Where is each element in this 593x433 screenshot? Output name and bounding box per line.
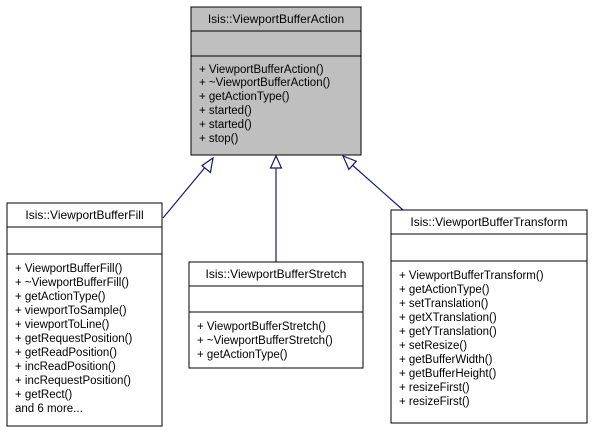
class-box-viewport-buffer-action[interactable]: Isis::ViewportBufferAction + ViewportBuf…	[190, 6, 362, 156]
method: + incReadPosition()	[15, 361, 116, 373]
method: + getActionType()	[399, 284, 490, 296]
method: + resizeFirst()	[399, 396, 470, 408]
method: + getYTranslation()	[399, 326, 497, 338]
method: + setTranslation()	[399, 298, 489, 310]
more-methods-note: and 6 more...	[15, 403, 83, 415]
method: + getActionType()	[199, 91, 290, 103]
method: + started()	[199, 119, 252, 131]
method: + ViewportBufferAction()	[199, 64, 324, 76]
method: + viewportToSample()	[15, 305, 127, 317]
method: + getBufferWidth()	[399, 354, 493, 366]
method: + ~ViewportBufferStretch()	[197, 335, 333, 347]
class-name: Isis::ViewportBufferStretch	[206, 267, 347, 281]
class-box-viewport-buffer-stretch[interactable]: Isis::ViewportBufferStretch + ViewportBu…	[188, 261, 364, 369]
method: + viewportToLine()	[15, 319, 109, 331]
edge-stretch-to-base	[269, 154, 283, 262]
method: + stop()	[199, 133, 238, 145]
method: + ViewportBufferStretch()	[197, 321, 326, 333]
method: + getActionType()	[15, 291, 106, 303]
class-name: Isis::ViewportBufferAction	[208, 12, 344, 26]
method: + getBufferHeight()	[399, 368, 496, 380]
edge-transform-to-base	[341, 154, 404, 211]
class-name: Isis::ViewportBufferFill	[25, 208, 143, 222]
method: + ViewportBufferFill()	[15, 263, 122, 275]
method: + getRequestPosition()	[15, 333, 132, 345]
method: + incRequestPosition()	[15, 375, 131, 387]
method: + ~ViewportBufferFill()	[15, 277, 129, 289]
method: + setResize()	[399, 340, 467, 352]
inheritance-arrow-icon	[269, 154, 283, 169]
method: + ViewportBufferTransform()	[399, 270, 544, 282]
method: + ~ViewportBufferAction()	[199, 77, 330, 89]
method: + getReadPosition()	[15, 347, 117, 359]
inheritance-arrow-icon	[341, 154, 358, 171]
edge-fill-to-base	[162, 156, 214, 219]
class-name: Isis::ViewportBufferTransform	[410, 215, 567, 229]
method: + getRect()	[15, 389, 72, 401]
method: + getXTranslation()	[399, 312, 497, 324]
method: + started()	[199, 105, 252, 117]
class-box-viewport-buffer-transform[interactable]: Isis::ViewportBufferTransform + Viewport…	[390, 209, 588, 424]
method: + resizeFirst()	[399, 382, 470, 394]
method: + getActionType()	[197, 349, 288, 361]
class-box-viewport-buffer-fill[interactable]: Isis::ViewportBufferFill + ViewportBuffe…	[6, 202, 163, 427]
inheritance-arrow-icon	[201, 156, 214, 174]
